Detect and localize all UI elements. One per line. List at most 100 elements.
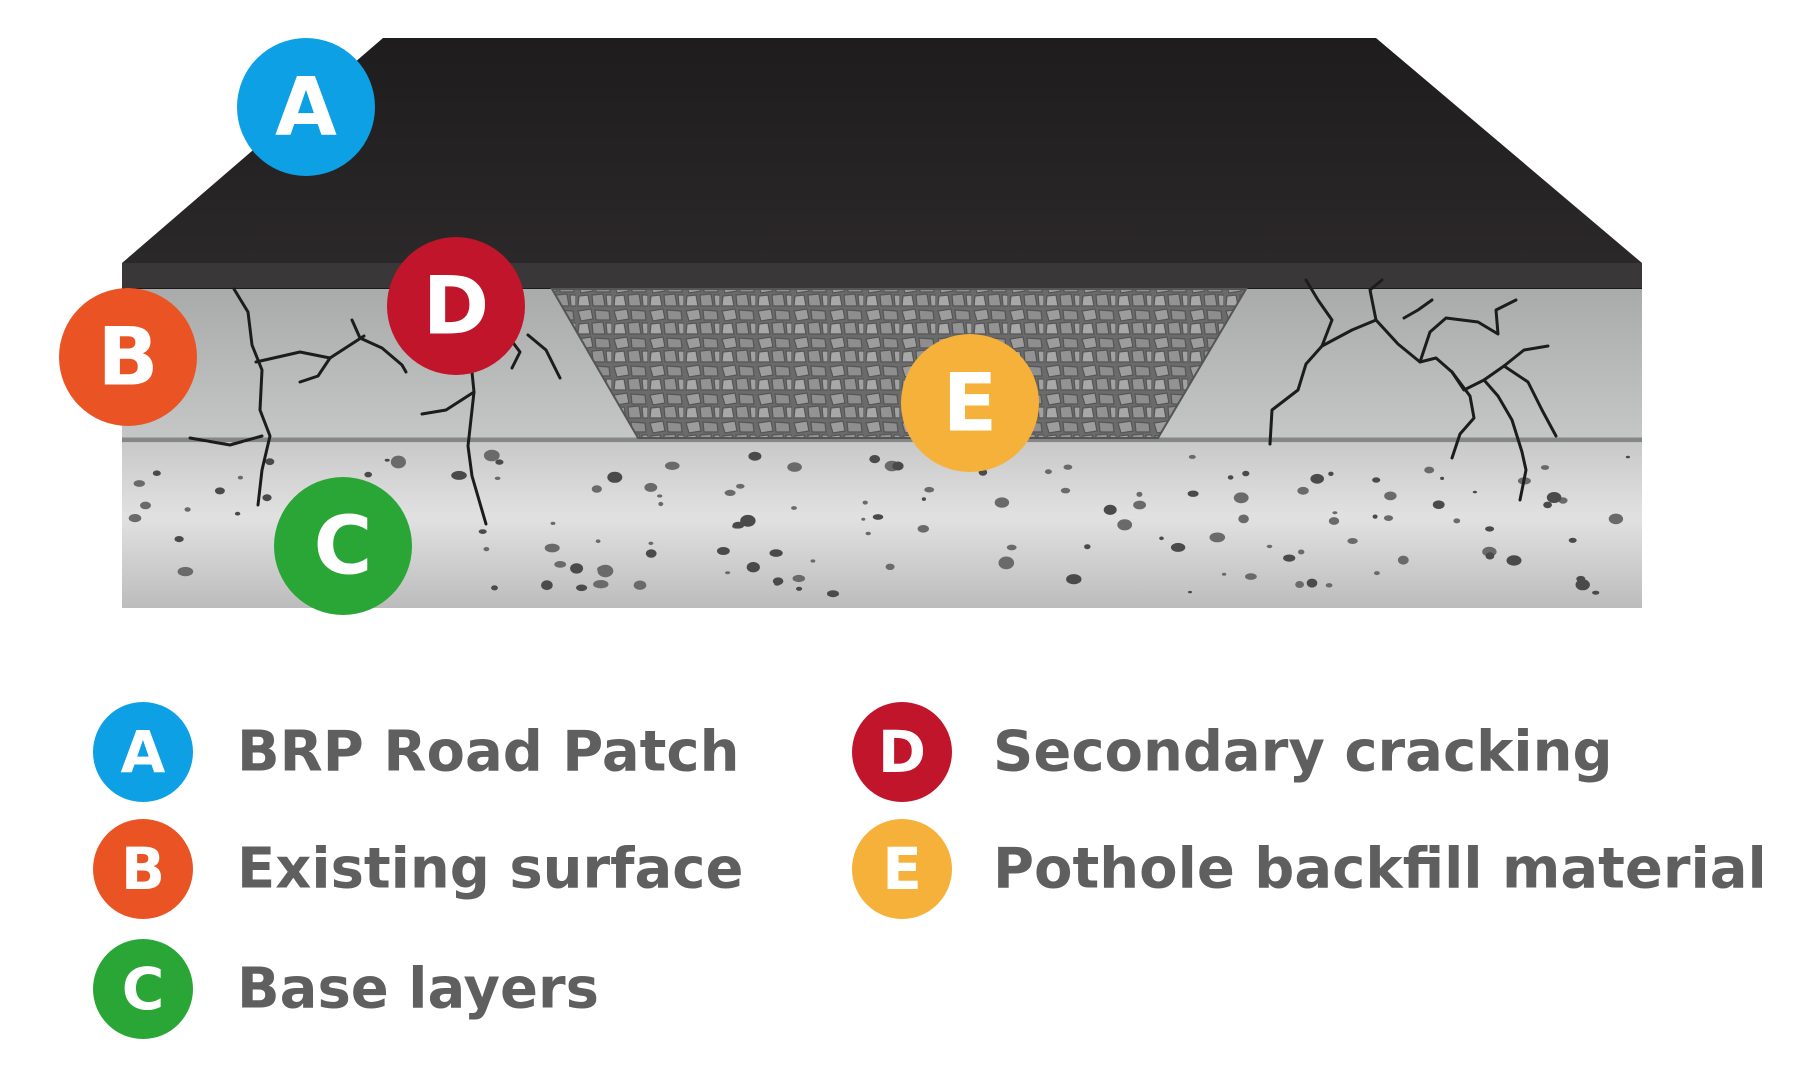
- aggregate-pebble: [1188, 454, 1196, 459]
- aggregate-pebble: [1328, 471, 1334, 476]
- aggregate-pebble: [451, 470, 467, 480]
- aggregate-pebble: [633, 580, 647, 590]
- marker-c-letter: C: [314, 500, 373, 593]
- aggregate-pebble: [657, 494, 663, 498]
- aggregate-pebble: [1044, 469, 1052, 475]
- marker-a-letter: A: [275, 61, 337, 154]
- aggregate-pebble: [591, 485, 602, 493]
- aggregate-pebble: [174, 536, 184, 543]
- aggregate-pebble: [1332, 511, 1338, 515]
- aggregate-pebble: [597, 564, 614, 578]
- aggregate-pebble: [483, 449, 500, 462]
- aggregate-pebble: [861, 517, 866, 521]
- aggregate-pebble: [595, 539, 601, 543]
- aggregate-pebble: [554, 561, 567, 568]
- aggregate-pebble: [1543, 501, 1552, 509]
- aggregate-pebble: [645, 549, 657, 558]
- aggregate-pebble: [544, 543, 560, 553]
- aggregate-pebble: [1133, 500, 1146, 510]
- aggregate-pebble: [1159, 536, 1164, 541]
- aggregate-pebble: [1576, 575, 1586, 583]
- aggregate-pebble: [541, 580, 553, 591]
- aggregate-pebble: [1440, 476, 1445, 480]
- aggregate-pebble: [994, 497, 1010, 508]
- legend-label-a: BRP Road Patch: [237, 720, 739, 785]
- aggregate-pebble: [917, 525, 929, 533]
- aggregate-pebble: [827, 590, 839, 598]
- aggregate-pebble: [1103, 504, 1117, 515]
- aggregate-pebble: [1188, 590, 1192, 594]
- legend-badge-e: [852, 819, 952, 919]
- marker-c: C: [274, 477, 412, 615]
- aggregate-pebble: [1170, 542, 1186, 552]
- aggregate-pebble: [184, 507, 191, 512]
- aggregate-pebble: [1328, 517, 1340, 525]
- aggregate-pebble: [607, 471, 623, 483]
- aggregate-pebble: [1575, 579, 1590, 591]
- aggregate-pebble: [1227, 475, 1234, 480]
- legend-label-e: Pothole backfill material: [993, 837, 1767, 902]
- aggregate-pebble: [1117, 519, 1133, 531]
- aggregate-pebble: [1063, 464, 1073, 470]
- marker-b-letter: B: [98, 311, 159, 404]
- aggregate-pebble: [570, 563, 584, 574]
- aggregate-pebble: [1298, 549, 1305, 555]
- aggregate-pebble: [237, 475, 243, 480]
- aggregate-pebble: [576, 584, 588, 592]
- aggregate-pebble: [724, 489, 736, 496]
- aggregate-pebble: [133, 480, 145, 487]
- aggregate-pebble: [1485, 526, 1495, 532]
- aggregate-pebble: [1060, 487, 1071, 494]
- aggregate-pebble: [1136, 491, 1143, 497]
- aggregate-pebble: [796, 586, 803, 591]
- aggregate-pebble: [1221, 572, 1227, 576]
- aggregate-pebble: [746, 562, 760, 573]
- legend-item-e: E Pothole backfill material: [852, 819, 1767, 919]
- legend-badge-e-letter: E: [882, 835, 922, 903]
- aggregate-pebble: [998, 556, 1015, 570]
- aggregate-pebble: [1592, 590, 1600, 595]
- aggregate-pebble: [665, 461, 680, 470]
- aggregate-pebble: [787, 462, 802, 472]
- aggregate-pebble: [390, 455, 406, 469]
- pothole-backfill-material: [550, 288, 1248, 439]
- aggregate-pebble: [1242, 470, 1250, 477]
- aggregate-pebble: [550, 521, 556, 526]
- aggregate-pebble: [1066, 574, 1082, 585]
- legend-item-b: B Existing surface: [93, 819, 743, 919]
- aggregate-pebble: [1540, 465, 1550, 470]
- aggregate-pebble: [593, 580, 609, 589]
- aggregate-pebble: [1372, 477, 1381, 483]
- aggregate-pebble: [1238, 514, 1249, 524]
- aggregate-pebble: [1372, 514, 1378, 519]
- aggregate-pebble: [478, 529, 487, 534]
- legend-label-d: Secondary cracking: [993, 720, 1613, 785]
- aggregate-pebble: [1006, 544, 1017, 551]
- aggregate-pebble: [1472, 490, 1477, 494]
- aggregate-pebble: [491, 585, 498, 591]
- aggregate-pebble: [725, 571, 731, 575]
- aggregate-pebble: [1209, 532, 1226, 543]
- legend-item-c: C Base layers: [93, 939, 599, 1039]
- aggregate-pebble: [495, 459, 504, 465]
- aggregate-pebble: [1384, 491, 1397, 501]
- aggregate-pebble: [872, 514, 884, 520]
- aggregate-pebble: [658, 501, 664, 507]
- aggregate-pebble: [364, 471, 373, 478]
- aggregate-pebble: [152, 470, 161, 477]
- marker-d: D: [387, 237, 525, 375]
- aggregate-pebble: [885, 563, 895, 570]
- aggregate-pebble: [1432, 500, 1445, 510]
- aggregate-pebble: [1506, 555, 1522, 566]
- aggregate-pebble: [1424, 466, 1435, 474]
- aggregate-pebble: [1187, 490, 1199, 497]
- marker-e-letter: E: [943, 357, 998, 450]
- aggregate-pebble: [1347, 538, 1358, 544]
- marker-a: A: [237, 38, 375, 176]
- aggregate-pebble: [1453, 518, 1461, 524]
- legend-badge-b: [93, 819, 193, 919]
- aggregate-pebble: [924, 486, 935, 493]
- aggregate-pebble: [1306, 578, 1318, 588]
- aggregate-pebble: [214, 487, 225, 495]
- legend-badge-c: [93, 939, 193, 1039]
